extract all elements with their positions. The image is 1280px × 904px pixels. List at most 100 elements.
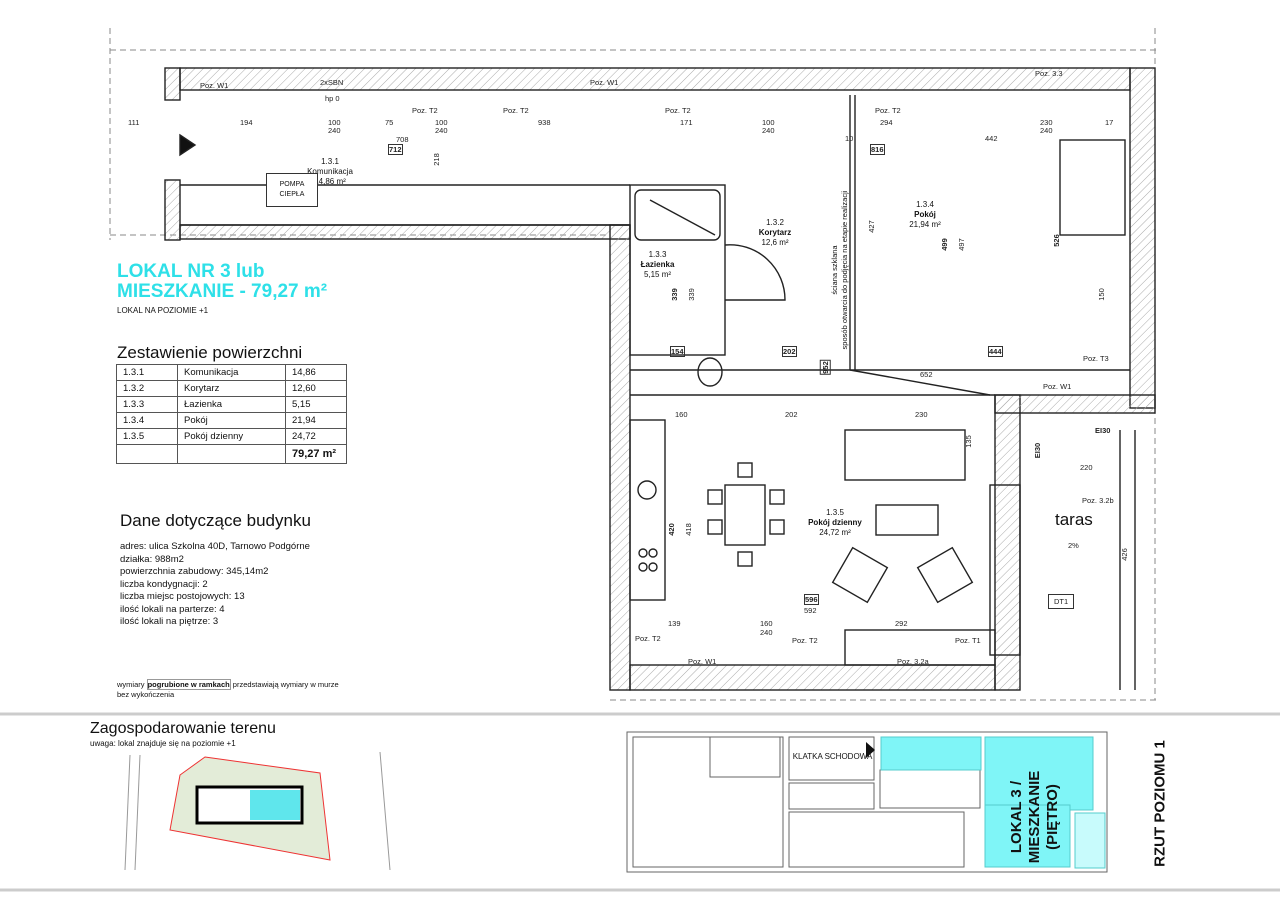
- room-id: 1.3.5: [826, 508, 844, 517]
- dimension: 100: [328, 118, 341, 127]
- room-name: Korytarz: [177, 380, 286, 397]
- position-label: Poz. 3.2b: [1082, 496, 1114, 505]
- position-label: Poz. W1: [688, 657, 717, 666]
- dimension: 100: [762, 118, 775, 127]
- dimension: 708: [396, 135, 409, 144]
- keyplan-caption: RZUT POZIOMU 1: [1151, 740, 1169, 867]
- position-label: Poz. T2: [503, 106, 529, 115]
- room-id: 1.3.2: [766, 218, 784, 227]
- room-id: 1.3.4: [916, 200, 934, 209]
- unit-title-line2: MIESZKANIE - 79,27 m²: [117, 281, 328, 302]
- areas-heading: Zestawienie powierzchni: [117, 343, 303, 362]
- window-sill-label: 2xSBN: [320, 78, 344, 87]
- dimension: 426: [1119, 548, 1129, 561]
- terrace-label: taras: [1055, 510, 1093, 529]
- dimension: 75: [385, 118, 394, 127]
- window-height-label: hp 0: [325, 94, 340, 103]
- dimension: 230: [1040, 118, 1053, 127]
- position-label: Poz. 3.2a: [897, 657, 929, 666]
- position-label: Poz. W1: [200, 81, 229, 90]
- dimension: 220: [1080, 463, 1093, 472]
- dimension: 171: [680, 118, 693, 127]
- dimension: 150: [1096, 288, 1106, 301]
- building-line: liczba miejsc postojowych: 13: [120, 591, 245, 602]
- dimension: 938: [538, 118, 551, 127]
- dimension: 652: [920, 370, 933, 379]
- room-area: 14,86: [285, 364, 347, 381]
- dimension: 139: [668, 619, 681, 628]
- dimension: 952: [819, 360, 831, 375]
- dimension: 592: [804, 606, 817, 615]
- heat-pump: POMPA CIEPŁA: [266, 173, 318, 207]
- building-line: działka: 988m2: [120, 553, 184, 565]
- room-area: 5,15 m²: [643, 270, 672, 279]
- room-name: Łazienka: [640, 260, 675, 269]
- building-line: powierzchnia zabudowy: 345,14m2: [120, 566, 269, 577]
- dimension: 427: [866, 220, 876, 233]
- fire-rating-label: EI30: [1033, 442, 1043, 459]
- dimension: 160: [760, 619, 773, 628]
- glass-wall-label: ściana szklana: [830, 245, 839, 295]
- dimension: 10: [845, 134, 854, 143]
- position-label: Poz. T2: [792, 636, 818, 645]
- dimension: 420: [666, 523, 676, 536]
- room-area: 12,60: [285, 380, 347, 397]
- building-line: ilość lokali na parterze: 4: [120, 603, 225, 615]
- dimension: 418: [683, 523, 693, 536]
- dimension: 816: [870, 144, 885, 155]
- dimension: 240: [435, 126, 448, 135]
- room-name: Komunikacja: [307, 167, 353, 176]
- position-label: Poz. 3.3: [1035, 69, 1063, 78]
- dimension: 499: [939, 238, 949, 251]
- position-label: Poz. T2: [412, 106, 438, 115]
- position-label: Poz. T3: [1083, 354, 1109, 363]
- dimension: 154: [670, 346, 685, 357]
- room-area: 12,6 m²: [761, 238, 789, 247]
- dimension: 240: [328, 126, 341, 135]
- building-heading: Dane dotyczące budynku: [120, 511, 311, 530]
- room-name: Pokój dzienny: [177, 428, 286, 445]
- site-heading: Zagospodarowanie terenu: [90, 720, 276, 737]
- unit-title-line1: LOKAL NR 3 lub: [117, 261, 265, 282]
- position-label: Poz. T1: [955, 636, 981, 645]
- room-area: 24,72: [285, 428, 347, 445]
- building-line: liczba kondygnacji: 2: [120, 578, 208, 590]
- note-text: wymiary: [117, 680, 145, 689]
- room-name: Pokój dzienny: [808, 518, 862, 527]
- room-name: Korytarz: [758, 228, 792, 237]
- position-label: Poz. W1: [1043, 382, 1072, 391]
- entrance-arrow-icon: [866, 742, 875, 758]
- dimension: 17: [1105, 118, 1114, 127]
- room-area: 5,15: [285, 396, 347, 413]
- dimension: 160: [675, 410, 688, 419]
- dimension: 526: [1051, 234, 1061, 247]
- room-area: 24,72 m²: [819, 528, 851, 537]
- room-id: 1.3.3: [116, 396, 178, 413]
- dimension: 202: [785, 410, 798, 419]
- dimension: 230: [915, 410, 928, 419]
- building-line: adres: ulica Szkolna 40D, Tarnowo Podgór…: [120, 541, 310, 552]
- building-info: adres: ulica Szkolna 40D, Tarnowo Podgór…: [120, 541, 310, 629]
- room-id: 1.3.1: [116, 364, 178, 381]
- dimension: 294: [880, 118, 893, 127]
- note-bold: pogrubione w ramkach: [146, 679, 231, 690]
- dimension: 339: [686, 288, 696, 301]
- position-label: Poz. W1: [590, 78, 619, 87]
- slope-label: 2%: [1068, 541, 1079, 550]
- room-id: 1.3.3: [648, 250, 667, 259]
- dimension: 292: [895, 619, 908, 628]
- total-area: 79,27 m²: [285, 444, 347, 464]
- dimension: 194: [240, 118, 253, 127]
- room-id: 1.3.4: [116, 412, 178, 429]
- dimension: 339: [669, 288, 679, 301]
- dimension: 100: [435, 118, 448, 127]
